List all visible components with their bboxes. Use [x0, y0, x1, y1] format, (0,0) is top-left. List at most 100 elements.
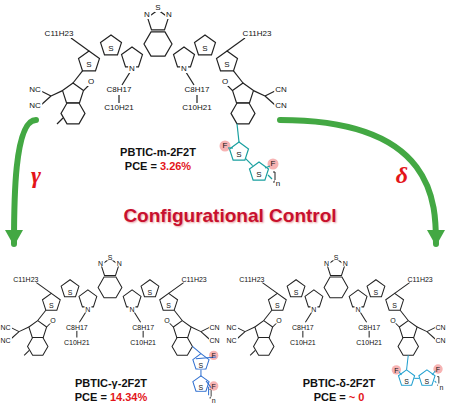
atom-label: S [165, 302, 172, 309]
atom-label: F [211, 352, 217, 359]
atom-label: NC [225, 337, 237, 344]
molecule-structure [11, 259, 219, 398]
atom-label: C8H17 [357, 323, 381, 330]
atom-label: N [128, 65, 136, 73]
atom-label: C11H23 [181, 275, 208, 282]
ring-bond [229, 142, 248, 160]
fluorine-highlight [220, 141, 231, 152]
title-text: Configurational Control [123, 205, 336, 227]
atom-label: N [143, 11, 151, 19]
pce-row: PCE =14.34% [0, 390, 222, 404]
edge-label: γ [31, 163, 41, 187]
atom-label: NC [0, 323, 12, 330]
bond-line [41, 96, 51, 105]
ring-bond [324, 277, 348, 298]
molecule-node: PBTIC-m-2F2TPCE =3.26% [36, 0, 280, 176]
ring-bond [98, 277, 122, 298]
ring-bond [398, 370, 414, 385]
molecule-node: PBTIC-δ-2F2TPCE =~ 0 [228, 244, 450, 407]
bond-line [227, 38, 245, 51]
ring-bond [399, 321, 417, 338]
atom-label: CN [274, 102, 288, 110]
atom-label: CN [208, 323, 220, 330]
ring-bond [255, 321, 273, 338]
ring-bond [287, 280, 305, 297]
pce-value: 14.34% [110, 391, 147, 403]
atom-label: N [129, 305, 136, 312]
atom-label: S [333, 253, 340, 260]
bond-line [237, 327, 246, 331]
atom-label: F [435, 366, 441, 373]
ring-bond [79, 51, 100, 71]
bond-line [143, 331, 144, 338]
ring-bond [172, 338, 192, 356]
atom-label: S [274, 302, 281, 309]
bond-line [76, 331, 77, 338]
ring-bond [398, 338, 418, 356]
atom-label: C8H17 [65, 323, 89, 330]
atom-label: S [391, 302, 398, 309]
atom-label: O [389, 316, 396, 323]
bond-line [174, 310, 182, 320]
atom-label: N [116, 259, 123, 266]
pce-label: PCE = [125, 160, 157, 172]
atom-label: n [438, 383, 444, 390]
bond-line [407, 355, 409, 370]
atom-label: N [97, 259, 104, 266]
ring-bond [174, 47, 195, 67]
fluorine-highlight [209, 351, 218, 360]
atom-label: N [323, 259, 330, 266]
bond-line [302, 331, 303, 338]
molecule-name: PBTIC-δ-2F2T [228, 376, 450, 390]
bond-line [432, 371, 435, 375]
atom-label: C10H21 [181, 104, 212, 112]
bond-line [57, 118, 63, 124]
atom-label: NC [0, 337, 12, 344]
ring-bond [193, 354, 209, 369]
bond-line [262, 282, 277, 293]
molecule-caption: PBTIC-δ-2F2TPCE =~ 0 [228, 376, 450, 404]
bond-line [245, 327, 255, 332]
atom-label: C8H17 [291, 323, 315, 330]
bond-line [234, 71, 244, 83]
bond-line [268, 175, 272, 179]
ring-bond [233, 83, 254, 103]
atom-label: S [293, 288, 300, 295]
atom-label: S [107, 45, 114, 53]
atom-label: C10H21 [63, 338, 91, 345]
molecule-structure [237, 259, 443, 386]
atom-label: C11H23 [44, 30, 75, 38]
atom-label: CN [434, 323, 446, 330]
ring-bond [101, 35, 122, 55]
bond-line [395, 282, 410, 293]
bond-line [250, 350, 255, 355]
atom-label: N [165, 11, 173, 19]
atom-label: S [67, 288, 74, 295]
ring-bond [42, 293, 60, 310]
atom-label: F [393, 366, 399, 373]
pce-row: PCE =3.26% [36, 159, 280, 173]
atom-label: C8H17 [184, 86, 211, 94]
atom-label: S [424, 377, 431, 384]
ring-bond [160, 293, 178, 310]
ring-bond [63, 83, 84, 103]
bond-line [200, 370, 201, 377]
atom-label: n [275, 180, 281, 188]
pce-value: ~ 0 [349, 391, 365, 403]
pce-value: 3.26% [160, 160, 191, 172]
ring-bond [254, 338, 274, 356]
atom-label: S [201, 45, 208, 53]
atom-label: O [221, 78, 229, 86]
fluorine-highlight [392, 365, 401, 374]
atom-label: O [87, 78, 95, 86]
molecule-caption: PBTIC-γ-2F2TPCE =14.34% [0, 376, 222, 404]
bond-line [192, 346, 201, 353]
ring-bond [367, 280, 385, 297]
atom-label: CN [208, 337, 220, 344]
bond-line [400, 310, 408, 320]
bond-line [11, 327, 20, 331]
bond-line [11, 332, 20, 340]
atom-label: S [198, 361, 205, 368]
atom-label: O [275, 316, 282, 323]
